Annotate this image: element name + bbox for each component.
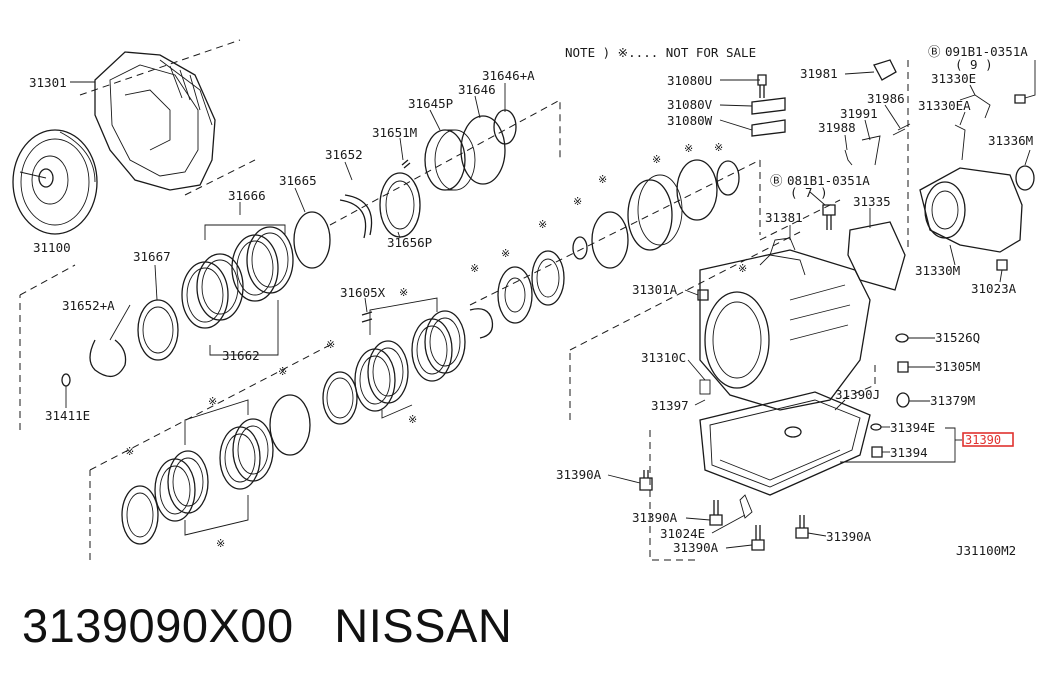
svg-text:091B1-0351A: 091B1-0351A	[945, 44, 1028, 59]
svg-text:31646: 31646	[458, 82, 496, 97]
svg-text:31390A: 31390A	[826, 529, 872, 544]
svg-text:081B1-0351A: 081B1-0351A	[787, 173, 870, 188]
svg-text:31652+A: 31652+A	[62, 298, 115, 313]
svg-text:31301A: 31301A	[632, 282, 678, 297]
svg-text:※: ※	[216, 537, 225, 550]
transmission-case-icon	[699, 237, 871, 411]
svg-text:31390A: 31390A	[632, 510, 678, 525]
svg-text:31981: 31981	[800, 66, 838, 81]
bolts-icon	[639, 74, 1026, 551]
circle-b-symbol-2: Ⓑ	[770, 173, 783, 188]
svg-text:31310C: 31310C	[641, 350, 686, 365]
svg-text:31330E: 31330E	[931, 71, 976, 86]
svg-text:31526Q: 31526Q	[935, 330, 980, 345]
extension-housing-icon	[844, 59, 1035, 291]
svg-text:31394E: 31394E	[890, 420, 935, 435]
svg-text:※: ※	[598, 173, 607, 186]
svg-text:31652: 31652	[325, 147, 363, 162]
leader-lines	[65, 60, 1036, 549]
svg-text:31667: 31667	[133, 249, 171, 264]
svg-text:31986: 31986	[867, 91, 905, 106]
parts-diagram: ※ ※ ※ ※ ※ ※ ※ ※ ※ ※ ※ ※ ※ ※ ※ ※ NOTE ) ※.... NOT F…	[12, 39, 1036, 561]
dashed-guides	[19, 39, 909, 561]
caption: 3139090X00 NISSAN	[22, 598, 512, 653]
svg-text:31390A: 31390A	[556, 467, 602, 482]
torque-converter-icon	[12, 129, 98, 235]
highlighted-part-label: 31390	[962, 432, 1014, 447]
svg-text:31656P: 31656P	[387, 235, 432, 250]
svg-text:※: ※	[399, 286, 408, 299]
svg-text:※: ※	[538, 218, 547, 231]
svg-text:31100: 31100	[33, 240, 71, 255]
svg-text:※: ※	[408, 413, 417, 426]
svg-text:※: ※	[501, 247, 510, 260]
svg-text:31390A: 31390A	[673, 540, 719, 555]
svg-text:31605X: 31605X	[340, 285, 386, 300]
svg-text:31394: 31394	[890, 445, 928, 460]
clutch-pack-31666-icon	[181, 224, 294, 356]
svg-text:※: ※	[470, 262, 479, 275]
svg-text:31651M: 31651M	[372, 125, 417, 140]
svg-text:※: ※	[684, 142, 693, 155]
svg-text:※: ※	[652, 153, 661, 166]
note-text: NOTE ) ※.... NOT FOR SALE	[565, 45, 756, 60]
svg-text:※: ※	[326, 338, 335, 351]
snap-rings-icon	[61, 194, 373, 387]
part-labels: NOTE ) ※.... NOT FOR SALE 31301 31100 31…	[29, 44, 1033, 558]
svg-text:31305M: 31305M	[935, 359, 980, 374]
svg-text:31379M: 31379M	[930, 393, 975, 408]
svg-text:31023A: 31023A	[971, 281, 1017, 296]
svg-text:※: ※	[738, 262, 747, 275]
not-for-sale-markers: ※ ※ ※ ※ ※ ※ ※ ※ ※ ※ ※ ※ ※ ※ ※ ※	[125, 141, 747, 550]
svg-text:31665: 31665	[279, 173, 317, 188]
svg-text:( 9 ): ( 9 )	[955, 57, 993, 72]
svg-text:( 7 ): ( 7 )	[790, 185, 828, 200]
svg-text:31397: 31397	[651, 398, 689, 413]
svg-text:31390: 31390	[965, 433, 1001, 447]
svg-text:31988: 31988	[818, 120, 856, 135]
svg-text:※: ※	[573, 195, 582, 208]
svg-text:31080V: 31080V	[667, 97, 713, 112]
svg-text:31991: 31991	[840, 106, 878, 121]
svg-text:31330M: 31330M	[915, 263, 960, 278]
circle-b-symbol: Ⓑ	[928, 44, 941, 59]
svg-text:31336M: 31336M	[988, 133, 1033, 148]
svg-text:31662: 31662	[222, 348, 260, 363]
clutch-pack-lower-icon	[121, 394, 311, 545]
svg-text:31024E: 31024E	[660, 526, 705, 541]
diagram-code: J31100M2	[956, 543, 1016, 558]
svg-text:31666: 31666	[228, 188, 266, 203]
svg-text:※: ※	[208, 395, 217, 408]
svg-text:31080U: 31080U	[667, 73, 712, 88]
svg-text:※: ※	[278, 365, 287, 378]
svg-text:31646+A: 31646+A	[482, 68, 535, 83]
svg-text:31301: 31301	[29, 75, 67, 90]
svg-text:31645P: 31645P	[408, 96, 453, 111]
svg-text:※: ※	[125, 445, 134, 458]
planetary-gear-set-icon	[469, 159, 740, 339]
brand-name: NISSAN	[334, 599, 513, 652]
clutch-pack-middle-icon	[322, 297, 466, 425]
svg-text:31411E: 31411E	[45, 408, 90, 423]
part-number: 3139090X00	[22, 599, 294, 652]
svg-text:31080W: 31080W	[667, 113, 713, 128]
svg-text:31390J: 31390J	[835, 387, 880, 402]
svg-text:※: ※	[714, 141, 723, 154]
svg-text:31330EA: 31330EA	[918, 98, 971, 113]
svg-text:31381: 31381	[765, 210, 803, 225]
oil-pan-icon	[699, 391, 871, 519]
converter-housing-icon	[94, 51, 216, 191]
svg-text:31335: 31335	[853, 194, 891, 209]
